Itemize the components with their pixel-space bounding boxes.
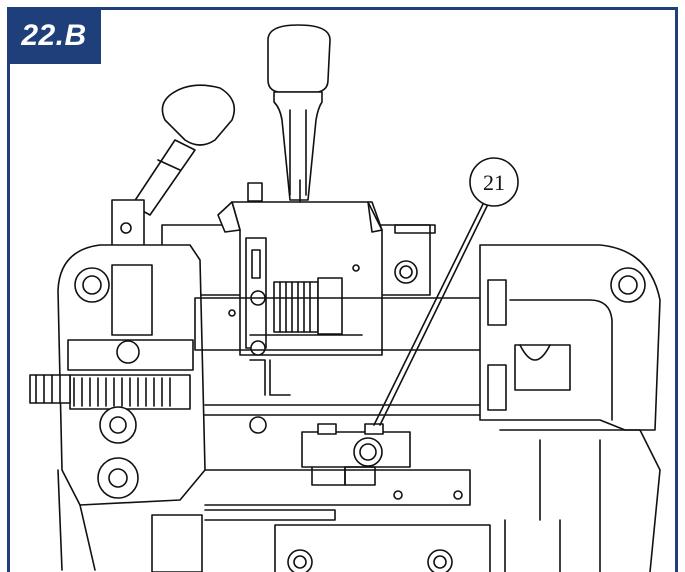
left-angled-lever [111,84,236,253]
right-housing [479,244,661,572]
central-lever-handle [267,24,331,201]
left-housing [29,244,206,572]
lower-frame [204,469,561,572]
callout-label: 21 [483,170,505,195]
clamp-block [301,423,411,486]
callout-21 [373,157,519,426]
figure-label-badge: 22.B [7,7,101,64]
spring-bracket [217,179,383,356]
